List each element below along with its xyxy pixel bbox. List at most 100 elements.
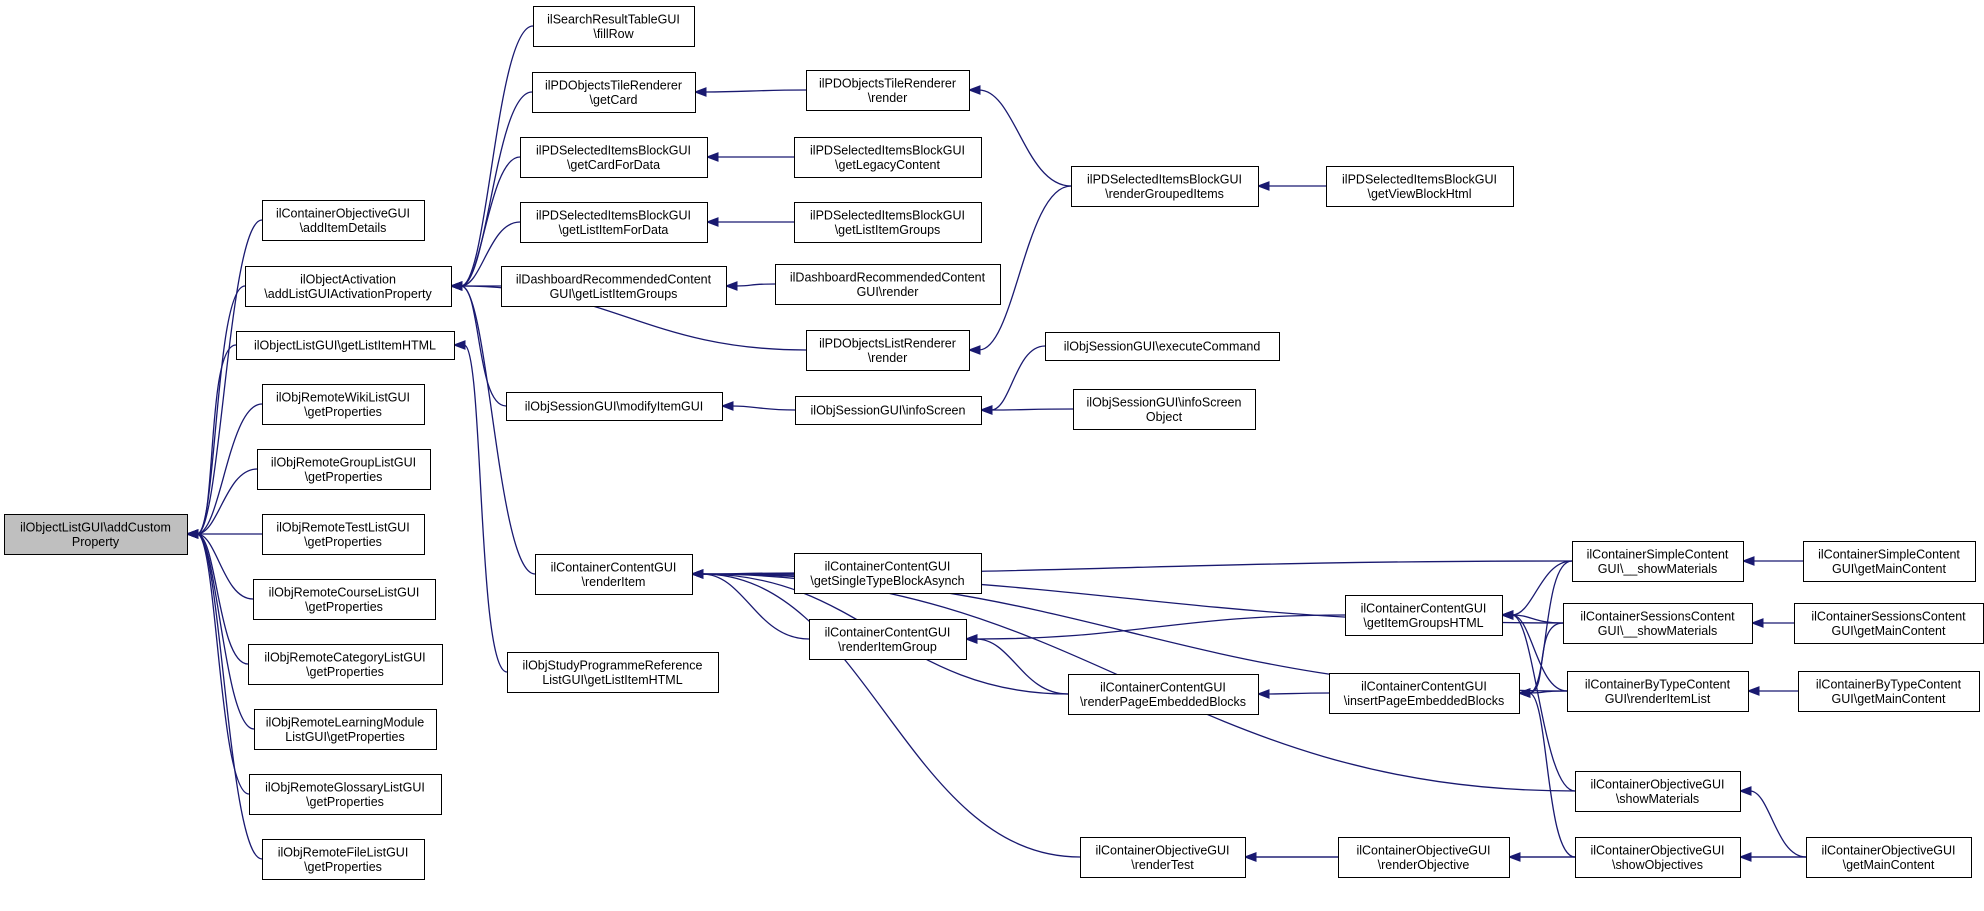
function-node[interactable]: ilContainerByTypeContentGUI\getMainConte… [1798, 671, 1980, 712]
function-node[interactable]: ilPDObjectsTileRenderer\render [806, 70, 970, 111]
function-node[interactable]: ilContainerContentGUI\getItemGroupsHTML [1345, 595, 1503, 636]
function-node[interactable]: ilObjSessionGUI\infoScreen [795, 396, 982, 425]
function-node[interactable]: ilContainerObjectiveGUI\showObjectives [1575, 837, 1741, 878]
function-node[interactable]: ilContainerSessionsContentGUI\__showMate… [1563, 603, 1753, 644]
node-label: ilPDSelectedItemsBlockGUI [810, 208, 965, 222]
call-edge [690, 569, 810, 640]
node-label: \getItemGroupsHTML [1363, 616, 1483, 630]
edge-line [735, 283, 776, 287]
function-node[interactable]: ilPDSelectedItemsBlockGUI\getViewBlockHt… [1326, 166, 1514, 207]
node-label: ilContainerContentGUI [1100, 680, 1226, 694]
node-label: \showMaterials [1616, 792, 1699, 806]
node-box [254, 709, 437, 750]
node-label: ilContainerContentGUI [1361, 601, 1487, 615]
node-label: \getProperties [305, 600, 383, 614]
call-edge [964, 634, 1069, 695]
function-node[interactable]: ilContainerObjectiveGUI\addItemDetails [262, 200, 425, 241]
function-node[interactable]: ilPDSelectedItemsBlockGUI\getListItemFor… [520, 202, 708, 243]
function-node[interactable]: ilContainerSimpleContentGUI\getMainConte… [1803, 541, 1976, 582]
function-node[interactable]: ilObjectListGUI\getListItemHTML [236, 331, 455, 360]
function-node[interactable]: ilContainerContentGUI\renderPageEmbedded… [1068, 674, 1259, 715]
node-box [1345, 595, 1503, 636]
arrow-head [705, 217, 719, 227]
function-node[interactable]: ilContainerContentGUI\renderItem [535, 554, 693, 595]
arrow-head [705, 152, 719, 162]
node-label: ListGUI\getListItemHTML [542, 673, 682, 687]
node-label: \addListGUIActivationProperty [264, 287, 432, 301]
function-node[interactable]: ilContainerObjectiveGUI\showMaterials [1575, 771, 1741, 812]
node-box [1338, 837, 1510, 878]
edge-line [196, 403, 263, 535]
function-node[interactable]: ilContainerObjectiveGUI\getMainContent [1806, 837, 1972, 878]
function-node[interactable]: ilObjRemoteFileListGUI\getProperties [262, 839, 425, 880]
node-label: \renderItem [582, 575, 646, 589]
edge-line [1511, 560, 1573, 616]
function-node[interactable]: ilObjectActivation\addListGUIActivationP… [245, 266, 452, 307]
function-node[interactable]: ilObjRemoteLearningModuleListGUI\getProp… [254, 709, 437, 750]
function-node[interactable]: ilContainerObjectiveGUI\renderTest [1080, 837, 1246, 878]
function-node[interactable]: ilObjRemoteGroupListGUI\getProperties [257, 449, 431, 490]
function-node[interactable]: ilContainerObjectiveGUI\renderObjective [1338, 837, 1510, 878]
function-node[interactable]: ilPDSelectedItemsBlockGUI\renderGroupedI… [1071, 166, 1259, 207]
function-node[interactable]: ilContainerContentGUI\getSingleTypeBlock… [794, 553, 982, 594]
node-box [1575, 837, 1741, 878]
edge-line [731, 405, 796, 411]
function-node[interactable]: ilContainerSimpleContentGUI\__showMateri… [1572, 541, 1744, 582]
call-edge [690, 569, 1081, 858]
call-edge [1738, 786, 1807, 858]
edge-line [1511, 614, 1564, 624]
node-label: \renderItemGroup [838, 640, 937, 654]
arrow-head [967, 345, 981, 355]
node-box [775, 264, 1001, 305]
node-label: \fillRow [593, 27, 634, 41]
node-label: \getSingleTypeBlockAsynch [810, 574, 964, 588]
node-label: ilObjRemoteGlossaryListGUI [265, 780, 425, 794]
node-label: \getProperties [304, 860, 382, 874]
node-label: \renderObjective [1378, 858, 1470, 872]
function-node[interactable]: ilPDSelectedItemsBlockGUI\getCardForData [520, 137, 708, 178]
edge-line [1749, 790, 1807, 858]
function-node[interactable]: ilContainerContentGUI\renderItemGroup [809, 619, 967, 660]
node-box [535, 554, 693, 595]
function-node[interactable]: ilPDObjectsTileRenderer\getCard [532, 72, 696, 113]
function-node[interactable]: ilPDSelectedItemsBlockGUI\getLegacyConte… [794, 137, 982, 178]
node-label: ilObjRemoteCategoryListGUI [264, 650, 425, 664]
node-label: GUI\getMainContent [1832, 562, 1946, 576]
function-node[interactable]: ilObjSessionGUI\modifyItemGUI [506, 392, 723, 421]
function-node[interactable]: ilContainerSessionsContentGUI\getMainCon… [1794, 603, 1984, 644]
call-edge [185, 403, 263, 539]
function-node[interactable]: ilObjRemoteGlossaryListGUI\getProperties [249, 774, 442, 815]
arrow-head [1507, 852, 1521, 862]
function-node[interactable]: ilObjStudyProgrammeReferenceListGUI\getL… [507, 652, 719, 693]
function-node[interactable]: ilObjSessionGUI\executeCommand [1045, 332, 1280, 361]
call-edge [979, 345, 1046, 415]
function-node[interactable]: ilPDSelectedItemsBlockGUI\getListItemGro… [794, 202, 982, 243]
node-label: ilObjSessionGUI\modifyItemGUI [525, 400, 704, 414]
function-node[interactable]: ilDashboardRecommendedContentGUI\getList… [501, 266, 727, 307]
node-label: ilObjStudyProgrammeReference [523, 658, 703, 672]
node-box [506, 392, 723, 421]
function-node[interactable]: ilSearchResultTableGUI\fillRow [533, 6, 695, 47]
node-label: \getProperties [304, 535, 382, 549]
function-node[interactable]: ilObjRemoteTestListGUI\getProperties [262, 514, 425, 555]
edge-line [196, 468, 258, 535]
node-label: ilPDObjectsTileRenderer [545, 78, 682, 92]
function-node[interactable]: ilContainerContentGUI\insertPageEmbedded… [1329, 673, 1520, 714]
arrow-head [690, 569, 704, 579]
node-label: ilDashboardRecommendedContent [516, 272, 712, 286]
node-box [507, 652, 719, 693]
node-box [1806, 837, 1972, 878]
node-label: ilContainerContentGUI [1361, 679, 1487, 693]
node-label: ilContainerContentGUI [825, 559, 951, 573]
function-node[interactable]: ilContainerByTypeContentGUI\renderItemLi… [1567, 671, 1749, 712]
function-node[interactable]: ilObjRemoteCourseListGUI\getProperties [253, 579, 436, 620]
function-node[interactable]: ilPDObjectsListRenderer\render [806, 330, 970, 371]
node-box [1572, 541, 1744, 582]
node-label: ilContainerObjectiveGUI [1590, 843, 1724, 857]
function-node[interactable]: ilObjRemoteWikiListGUI\getProperties [262, 384, 425, 425]
function-node[interactable]: ilObjRemoteCategoryListGUI\getProperties [248, 644, 443, 685]
node-box [257, 449, 431, 490]
